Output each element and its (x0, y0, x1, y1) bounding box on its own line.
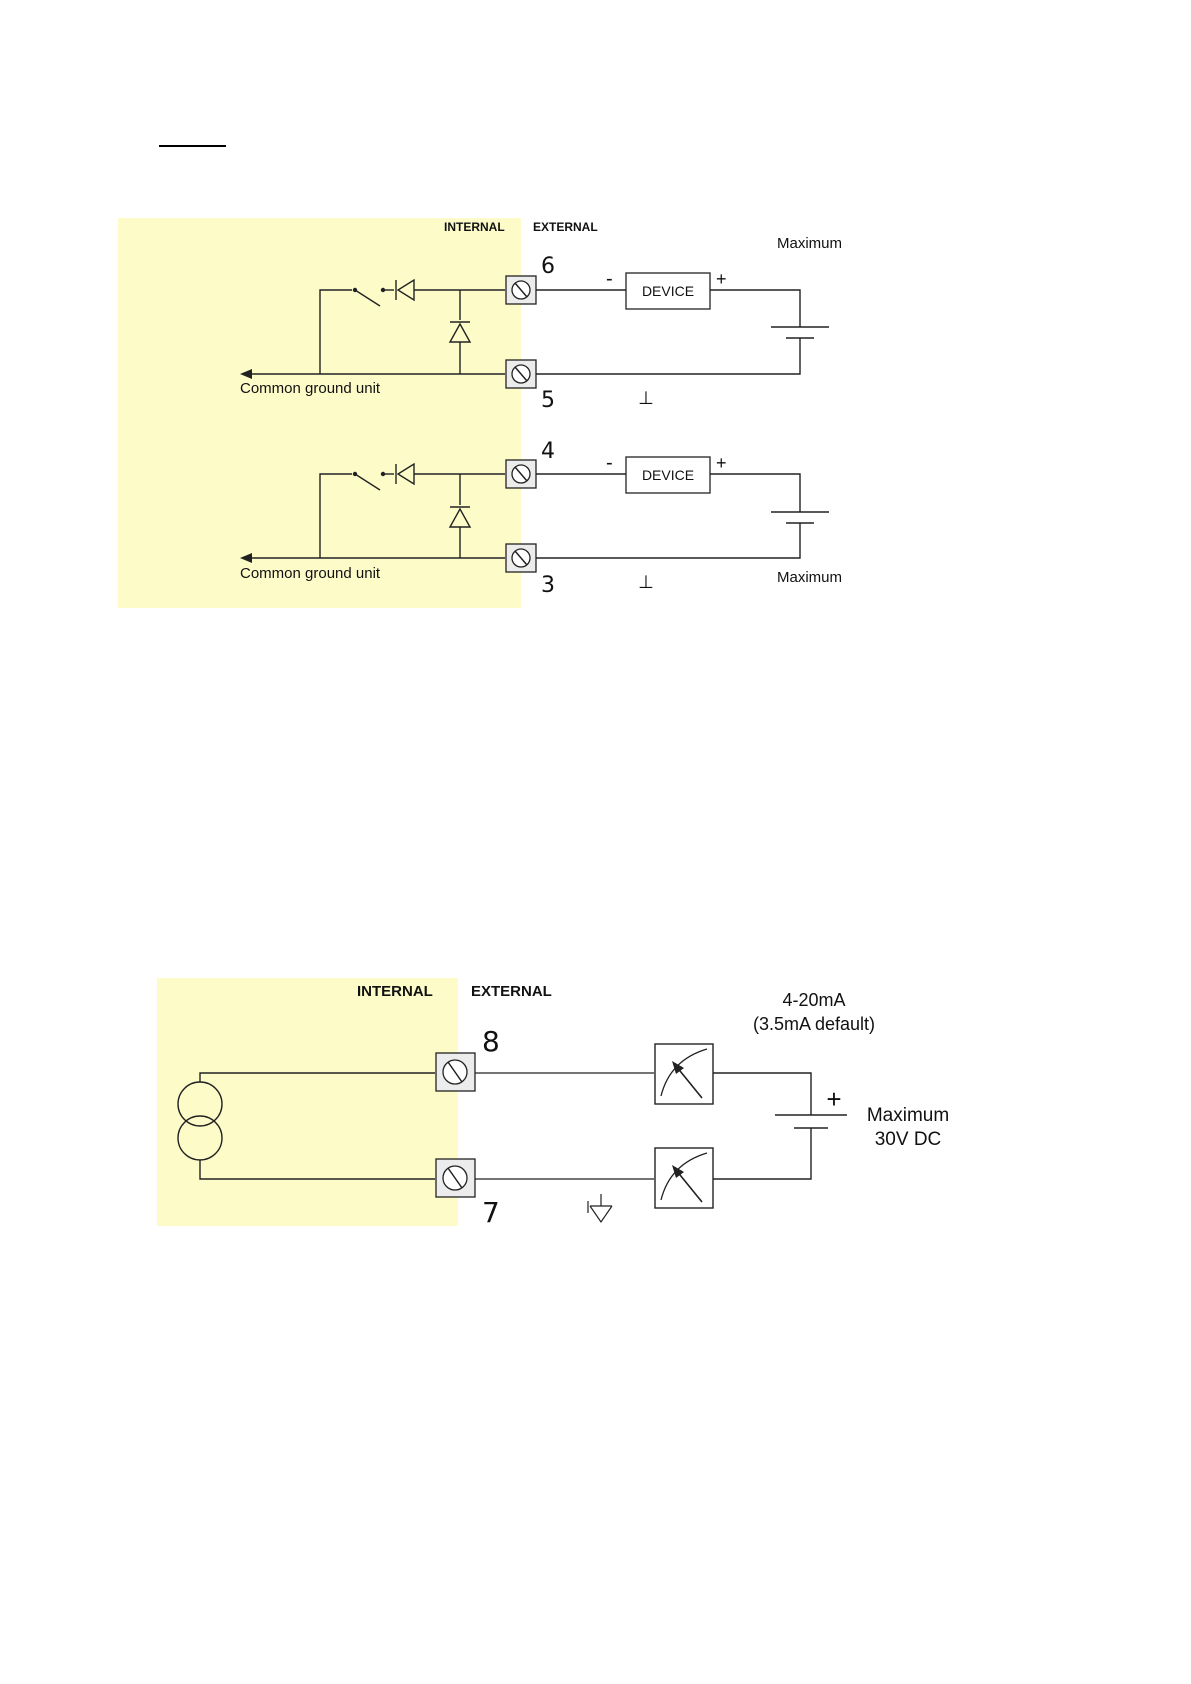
device-minus-a: - (606, 268, 613, 290)
supply-voltage-label: 30V DC (875, 1129, 942, 1150)
terminal-4-icon (506, 460, 536, 488)
terminal-4-number: 4 (541, 439, 555, 464)
external-label-1: EXTERNAL (533, 220, 598, 234)
terminal-5-number: 5 (541, 388, 555, 413)
maximum-label-top: Maximum (777, 235, 842, 252)
internal-label-2: INTERNAL (357, 983, 433, 1000)
device-label-a: DEVICE (642, 283, 694, 299)
terminal-6-icon (506, 276, 536, 304)
terminal-5-icon (506, 360, 536, 388)
terminal-6-number: 6 (541, 254, 555, 279)
common-ground-label: Common ground unit (240, 565, 381, 582)
ground-symbol-a: ⊥ (638, 388, 654, 408)
common-ground-label: Common ground unit (240, 380, 381, 397)
device-minus-b: - (606, 452, 613, 474)
ground-symbol-b: ⊥ (638, 572, 654, 592)
external-label-2: EXTERNAL (471, 983, 552, 1000)
device-plus-b: + (716, 453, 727, 473)
terminal-8-icon (436, 1053, 475, 1091)
terminal-3-icon (506, 544, 536, 572)
internal-label-1: INTERNAL (444, 220, 505, 234)
internal-area-2 (157, 978, 458, 1226)
supply-max-label: Maximum (867, 1105, 949, 1126)
terminal-7-number: 7 (482, 1196, 500, 1229)
current-range-label: 4-20mA (782, 990, 845, 1010)
current-default-label: (3.5mA default) (753, 1014, 875, 1034)
relay-output-diagram: INTERNAL EXTERNAL Maximum Maximum (118, 218, 842, 608)
maximum-label-bottom: Maximum (777, 569, 842, 586)
battery-icon-a (771, 327, 829, 338)
terminal-7-icon (436, 1159, 475, 1197)
terminal-8-number: 8 (482, 1025, 500, 1058)
device-plus-a: + (716, 269, 727, 289)
battery-icon-2 (775, 1115, 847, 1128)
meter-icon-bottom (655, 1148, 713, 1208)
supply-plus-label: + (826, 1084, 841, 1114)
device-label-b: DEVICE (642, 467, 694, 483)
meter-icon-top (655, 1044, 713, 1104)
battery-icon-b (771, 512, 829, 523)
current-output-diagram: INTERNAL EXTERNAL 4-20mA (3.5mA default)… (157, 978, 949, 1229)
terminal-3-number: 3 (541, 573, 555, 598)
ground-icon (588, 1194, 612, 1222)
